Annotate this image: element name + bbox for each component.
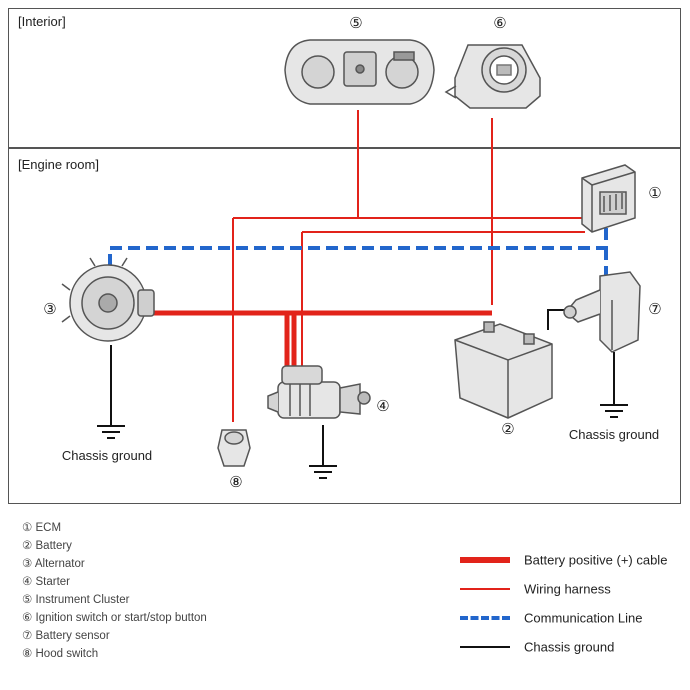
key-wiring-harness-label: Wiring harness (524, 581, 611, 596)
harness-cluster-to-ecm (357, 110, 585, 219)
battery-sensor-icon (563, 271, 641, 353)
key-chassis-ground-label: Chassis ground (524, 639, 615, 654)
component-list-item: ③ Alternator (22, 558, 85, 570)
battery-positive-cables (150, 310, 492, 372)
component-list-item: ⑥ Ignition switch or start/stop button (22, 612, 207, 624)
alternator-icon (61, 257, 155, 342)
callout-alternator: ③ (43, 301, 56, 318)
engine-room-section-label: [Engine room] (18, 157, 99, 172)
chassis-ground-swatch (460, 645, 510, 648)
callout-battery: ② (501, 421, 514, 438)
ground-label-alternator: Chassis ground (62, 448, 152, 463)
component-list-item: ④ Starter (22, 576, 71, 588)
callout-ignition-switch: ⑥ (493, 15, 506, 32)
communication-lines (108, 222, 608, 280)
interior-section (8, 8, 681, 148)
wiring-harness-lines (232, 110, 585, 422)
battery-cable-swatch (460, 556, 510, 563)
callout-ecm: ① (648, 185, 661, 202)
starter-motor-icon (267, 365, 371, 419)
key-communication-line-label: Communication Line (524, 610, 643, 625)
instrument-cluster-icon (284, 39, 435, 105)
interior-section-label: [Interior] (18, 14, 66, 29)
comm-ecm-to-alternator (108, 222, 608, 266)
communication-line-swatch (460, 615, 510, 620)
ground-symbol-icon (309, 465, 337, 479)
ground-symbol-icon (97, 425, 125, 439)
component-list-item: ⑦ Battery sensor (22, 630, 110, 642)
ground-symbol-icon (600, 404, 628, 418)
car-battery-icon (454, 321, 553, 419)
hood-switch-icon (217, 429, 251, 467)
ignition-switch-icon (444, 44, 541, 109)
component-list-item: ⑤ Instrument Cluster (22, 594, 130, 606)
ecm-module-icon (581, 164, 636, 233)
callout-starter: ④ (376, 398, 389, 415)
component-list-item: ② Battery (22, 540, 72, 552)
component-list-item: ① ECM (22, 522, 62, 534)
ground-label-battery-sensor: Chassis ground (569, 427, 659, 442)
engine-room-section (8, 148, 681, 504)
component-list-item: ⑧ Hood switch (22, 648, 99, 660)
callout-hood-switch: ⑧ (229, 474, 242, 491)
component-list: ① ECM ② Battery ③ Alternator ④ Starter ⑤… (22, 519, 207, 663)
callout-instrument-cluster: ⑤ (349, 15, 362, 32)
key-battery-cable-label: Battery positive (+) cable (524, 552, 668, 567)
callout-battery-sensor: ⑦ (648, 301, 661, 318)
wiring-harness-swatch (460, 587, 510, 590)
